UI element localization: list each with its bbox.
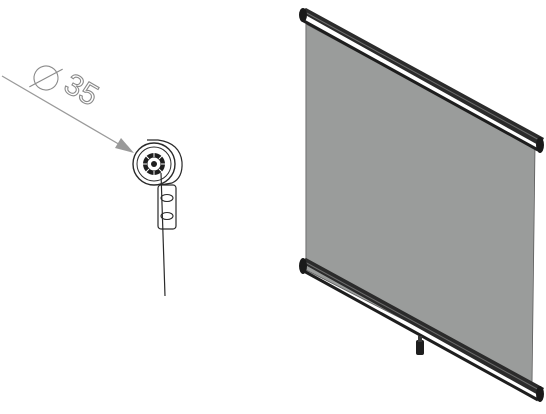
dimension-leader bbox=[1, 75, 134, 153]
bottom-bar-profile bbox=[157, 184, 177, 230]
side-view-detail: 35 bbox=[1, 65, 183, 297]
pull-handle bbox=[416, 336, 424, 355]
bottom-bar bbox=[299, 258, 544, 402]
top-roller-tube bbox=[299, 8, 544, 153]
dimension-value: 35 bbox=[59, 67, 104, 112]
diameter-symbol-icon bbox=[29, 65, 63, 91]
fabric-drop-line bbox=[160, 172, 166, 297]
isometric-blind-view bbox=[299, 8, 544, 402]
roller-end-view bbox=[132, 139, 183, 186]
